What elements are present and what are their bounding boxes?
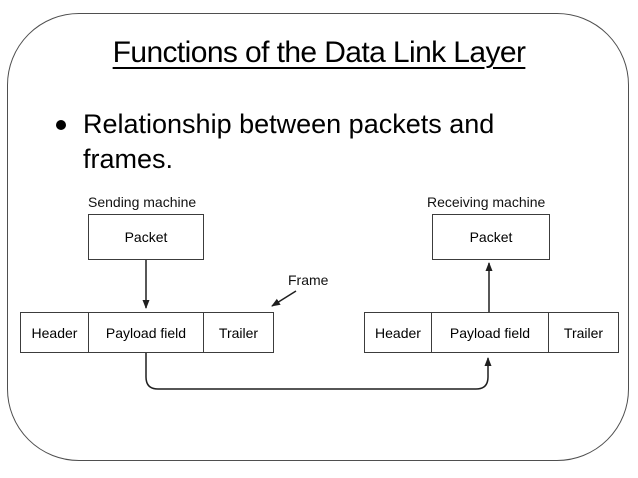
bullet-text: Relationship between packets and frames.	[83, 109, 495, 174]
receiving-frame: Header Payload field Trailer	[364, 312, 619, 353]
slide-title: Functions of the Data Link Layer	[112, 36, 526, 69]
sending-frame-header-cell: Header	[21, 313, 89, 352]
sending-machine-label: Sending machine	[88, 194, 197, 210]
receiving-machine-label: Receiving machine	[427, 194, 546, 210]
bullet-icon	[56, 120, 66, 130]
slide-border	[7, 13, 629, 461]
receiving-frame-trailer-cell: Trailer	[563, 324, 604, 341]
receiving-packet-box: Packet	[432, 214, 550, 260]
bullet-item: Relationship between packets and frames.	[56, 107, 526, 176]
sending-frame-payload-cell: Payload field	[89, 313, 204, 352]
frame-callout-arrow	[271, 290, 297, 307]
frame-transfer-connector	[145, 353, 492, 390]
receiving-frame-payload-cell: Payload field	[432, 313, 549, 352]
sending-frame-trailer-cell: Trailer	[218, 324, 259, 341]
receiving-frame-header-cell: Header	[365, 313, 432, 352]
frame-callout-label: Frame	[288, 272, 329, 288]
sending-frame: Header Payload field Trailer	[20, 312, 274, 353]
sending-packet-box: Packet	[88, 214, 204, 260]
